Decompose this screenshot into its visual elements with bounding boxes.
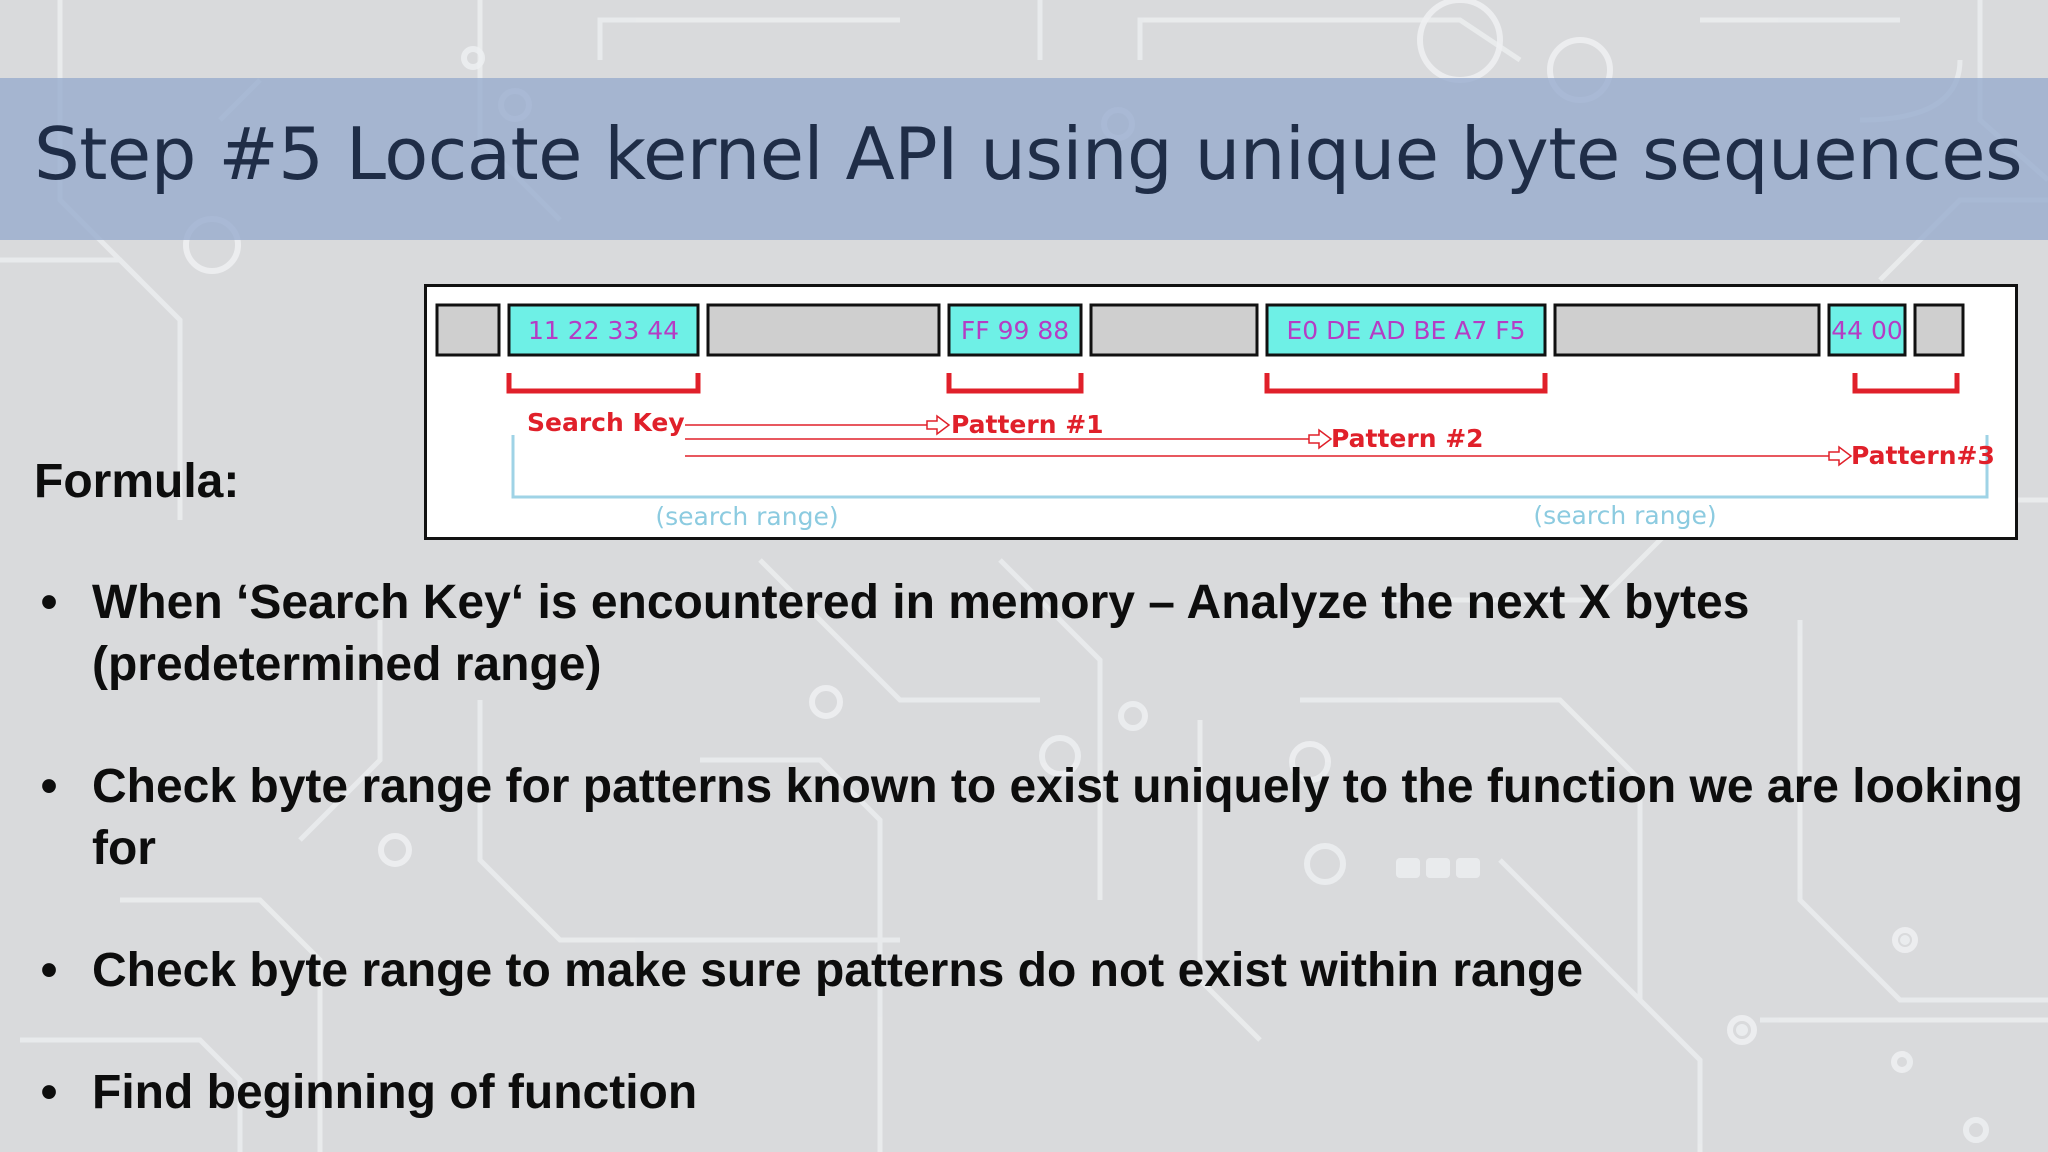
byte-sequence-label: 11 22 33 44	[528, 316, 679, 345]
memory-cell	[1913, 303, 1965, 357]
memory-cell	[706, 303, 941, 357]
pattern-bracket	[946, 373, 1084, 394]
bullet-text: Check byte range to make sure patterns d…	[92, 944, 1584, 997]
bullet-dot: •	[40, 1066, 58, 1119]
memory-diagram: 11 22 33 44 FF 99 88 E0 DE AD BE A7 F5 44 0…	[424, 284, 2018, 540]
formula-label: Formula:	[34, 455, 240, 508]
bullet-text: Check byte range for patterns known to e…	[92, 760, 2023, 875]
title-banner	[0, 78, 2048, 240]
byte-sequence-label: E0 DE AD BE A7 F5	[1286, 316, 1525, 345]
search-range-label-right: (search range)	[1533, 501, 1716, 530]
bullet-item: • Check byte range to make sure patterns …	[34, 940, 2024, 1002]
pattern1-label: Pattern #1	[951, 410, 1104, 439]
bullet-list: • When ‘Search Key‘ is encountered in mem…	[34, 572, 2024, 1152]
bullet-item: • Check byte range for patterns known to …	[34, 756, 2024, 880]
bullet-dot: •	[40, 944, 58, 997]
pattern3-label: Pattern#3	[1851, 441, 1995, 470]
memory-cell	[435, 303, 501, 357]
slide-title: Step #5 Locate kernel API using unique b…	[34, 112, 2023, 196]
pattern-bracket	[506, 373, 701, 394]
pattern3-arrow-head	[1828, 445, 1853, 467]
byte-sequence-label: 44 00	[1831, 316, 1903, 345]
search-range-label-left: (search range)	[655, 502, 838, 531]
search-range-line	[511, 435, 1989, 499]
pattern-cell	[947, 303, 1083, 357]
byte-sequence-label: FF 99 88	[961, 316, 1069, 345]
pattern-cell	[1265, 303, 1547, 357]
bullet-text: When ‘Search Key‘ is encountered in memo…	[92, 576, 1750, 691]
bullet-dot: •	[40, 576, 58, 629]
memory-diagram-svg: 11 22 33 44 FF 99 88 E0 DE AD BE A7 F5 44 0…	[435, 303, 1995, 531]
pattern-cell	[507, 303, 700, 357]
memory-cell	[1089, 303, 1259, 357]
bullet-item: • When ‘Search Key‘ is encountered in mem…	[34, 572, 2024, 696]
pattern-cell	[1827, 303, 1907, 357]
bullet-text: Find beginning of function	[92, 1066, 698, 1119]
memory-cell	[1553, 303, 1821, 357]
bullet-item: • Find beginning of function	[34, 1062, 2024, 1124]
pattern-bracket	[1852, 373, 1960, 394]
search-key-label: Search Key	[527, 408, 685, 437]
pattern-bracket	[1264, 373, 1548, 394]
pattern2-arrow-head	[1308, 428, 1333, 450]
bullet-dot: •	[40, 760, 58, 813]
pattern2-label: Pattern #2	[1331, 424, 1484, 453]
pattern1-arrow-head	[926, 414, 951, 436]
